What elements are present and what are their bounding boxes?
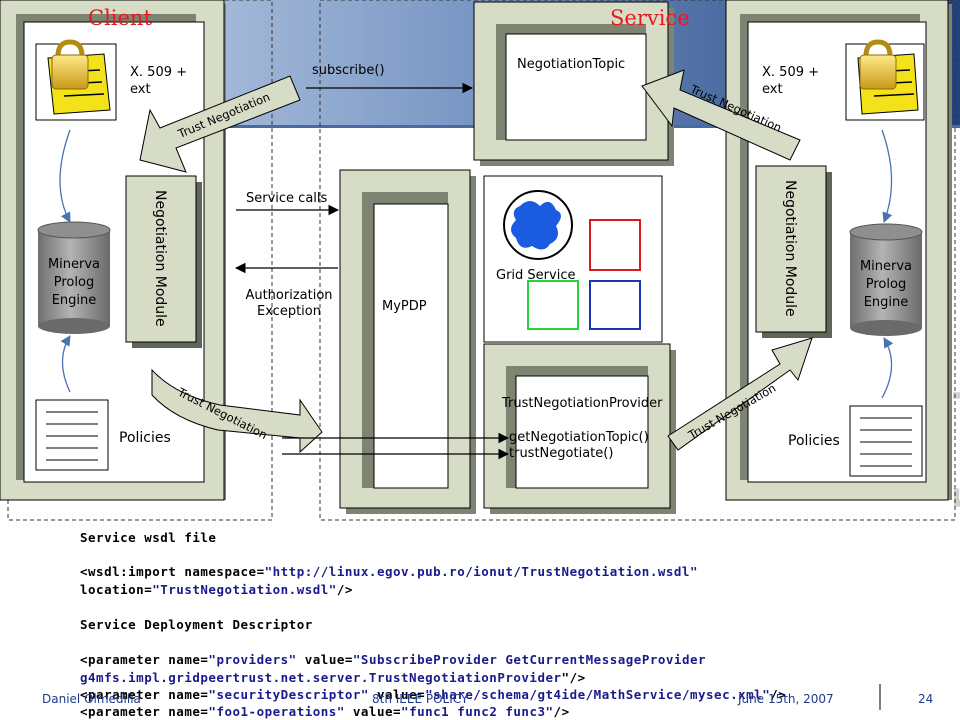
- grid-service-box: [483, 175, 663, 343]
- service-negotiation-module-label: Negotiation Module: [782, 180, 798, 317]
- client-cert-to-engine-arrow: [59, 129, 71, 223]
- footer-author: Daniel Olmedilla: [42, 692, 141, 706]
- service-certificate-icon: [845, 39, 925, 121]
- grid-square-red: [589, 219, 641, 271]
- grid-service-label: Grid Service: [496, 268, 576, 283]
- service-calls-label: Service calls: [246, 191, 328, 206]
- service-cert-label: X. 509 + ext: [762, 65, 820, 97]
- trust-provider-label: TrustNegotiationProvider: [502, 396, 663, 411]
- wsdl-import-line2: location="TrustNegotiation.wsdl"/>: [80, 582, 353, 597]
- service-engine-cylinder: [849, 223, 923, 336]
- service-policies-to-engine-arrow: [881, 337, 894, 399]
- client-bottom-trust-arrow: [151, 368, 323, 454]
- client-policies-to-engine-arrow: [60, 335, 71, 393]
- negotiation-topic-frame: [473, 1, 674, 166]
- wsdl-heading: Service wsdl file: [80, 530, 217, 545]
- service-policies-label: Policies: [788, 433, 840, 449]
- service-top-trust-arrow: [641, 69, 801, 161]
- deploy-heading: Service Deployment Descriptor: [80, 617, 313, 632]
- param1-line1: <parameter name="providers" value="Subsc…: [80, 652, 707, 667]
- client-top-trust-arrow: [139, 75, 301, 173]
- mypdp-frame: [339, 169, 476, 514]
- param3-line: <parameter name="foo1-operations" value=…: [80, 704, 570, 719]
- service-cert-to-engine-arrow: [881, 129, 893, 223]
- client-negotiation-module-label: Negotiation Module: [152, 190, 168, 327]
- client-certificate-icon: [35, 39, 117, 121]
- grid-globe-icon: [503, 190, 573, 260]
- trust-provider-frame: [483, 343, 676, 514]
- client-engine-cylinder: [37, 221, 111, 334]
- service-title: Service: [610, 6, 690, 30]
- wsdl-import-line1: <wsdl:import namespace="http://linux.ego…: [80, 564, 698, 579]
- param2-line: <parameter name="securityDescriptor" val…: [80, 687, 787, 702]
- grid-square-green: [527, 280, 579, 330]
- client-policies-document: [35, 399, 109, 471]
- service-negotiation-module-box: [755, 165, 832, 338]
- service-boundary: [319, 0, 956, 521]
- footer-page-number: 24: [918, 692, 934, 706]
- param1-line2: g4mfs.impl.gridpeertrust.net.server.Trus…: [80, 670, 586, 685]
- service-bottom-trust-arrow: [667, 337, 813, 451]
- subscribe-label: subscribe(): [312, 63, 385, 78]
- client-title: Client: [88, 6, 152, 30]
- footer-date: June 15th, 2007: [738, 692, 834, 706]
- negotiation-topic-label: NegotiationTopic: [517, 57, 626, 72]
- footer-event: 8th IEEE POLICY: [372, 692, 469, 706]
- mypdp-label: MyPDP: [382, 299, 427, 314]
- client-policies-label: Policies: [119, 430, 171, 446]
- trust-negotiate-method: trustNegotiate(): [509, 446, 614, 461]
- client-negotiation-module-box: [125, 175, 202, 348]
- grid-square-blue: [589, 280, 641, 330]
- get-topic-method: getNegotiationTopic(): [509, 430, 649, 445]
- client-cert-label: X. 509 + ext: [130, 65, 188, 97]
- service-policies-document: [849, 405, 923, 477]
